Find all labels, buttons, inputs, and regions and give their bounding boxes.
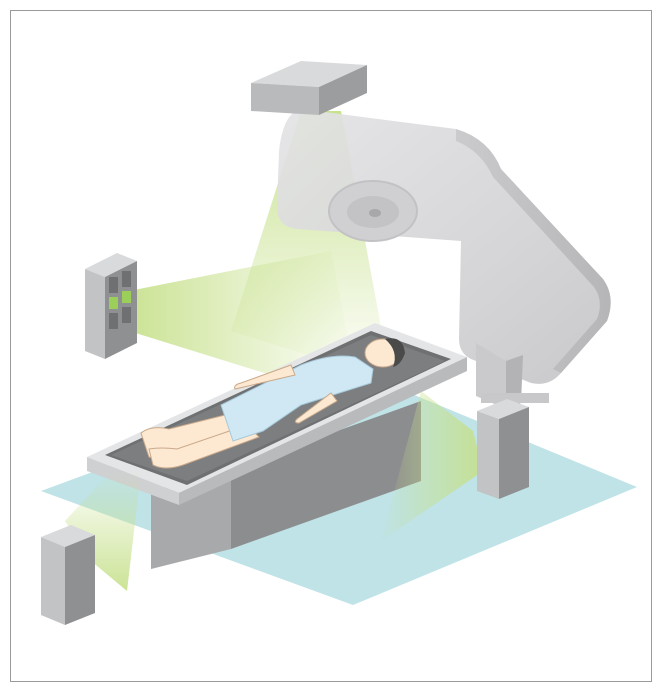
ceiling-camera-icon xyxy=(251,61,367,115)
image-frame xyxy=(10,10,652,682)
wall-camera-icon xyxy=(85,253,137,359)
floor-camera-right-icon xyxy=(477,399,529,499)
radiotherapy-room-illustration xyxy=(11,11,652,682)
floor-camera-left-icon xyxy=(41,525,95,625)
